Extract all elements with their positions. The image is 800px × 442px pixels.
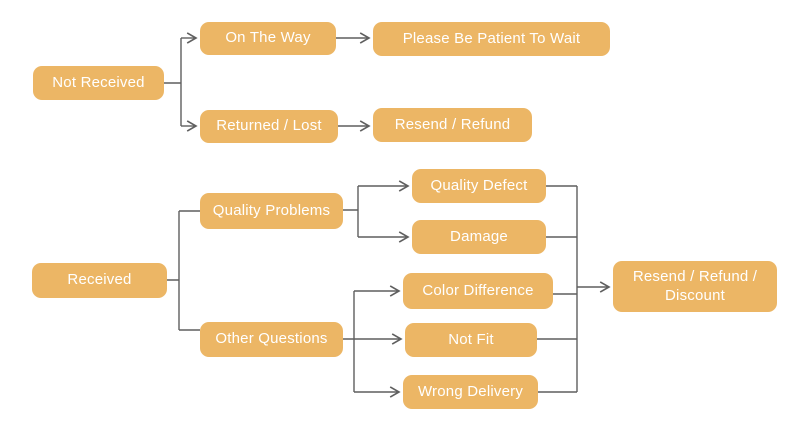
- node-wrong-delivery: Wrong Delivery: [403, 375, 538, 409]
- node-quality-problems: Quality Problems: [200, 193, 343, 229]
- node-on-the-way: On The Way: [200, 22, 336, 55]
- node-resend-refund: Resend / Refund: [373, 108, 532, 142]
- node-resend-refund-discount: Resend / Refund / Discount: [613, 261, 777, 312]
- node-not-received: Not Received: [33, 66, 164, 100]
- node-color-difference: Color Difference: [403, 273, 553, 309]
- node-not-fit: Not Fit: [405, 323, 537, 357]
- edge-received-bracket: [167, 210, 200, 331]
- edge-not-received-bracket: [164, 38, 182, 126]
- edge-merge-bracket: [537, 185, 578, 393]
- node-returned-lost: Returned / Lost: [200, 110, 338, 143]
- node-other-questions: Other Questions: [200, 322, 343, 357]
- node-quality-defect: Quality Defect: [412, 169, 546, 203]
- edge-quality-problems-bracket: [343, 186, 359, 237]
- node-damage: Damage: [412, 220, 546, 254]
- node-received: Received: [32, 263, 167, 298]
- edge-other-questions-bracket: [343, 291, 355, 392]
- node-please-be-patient: Please Be Patient To Wait: [373, 22, 610, 56]
